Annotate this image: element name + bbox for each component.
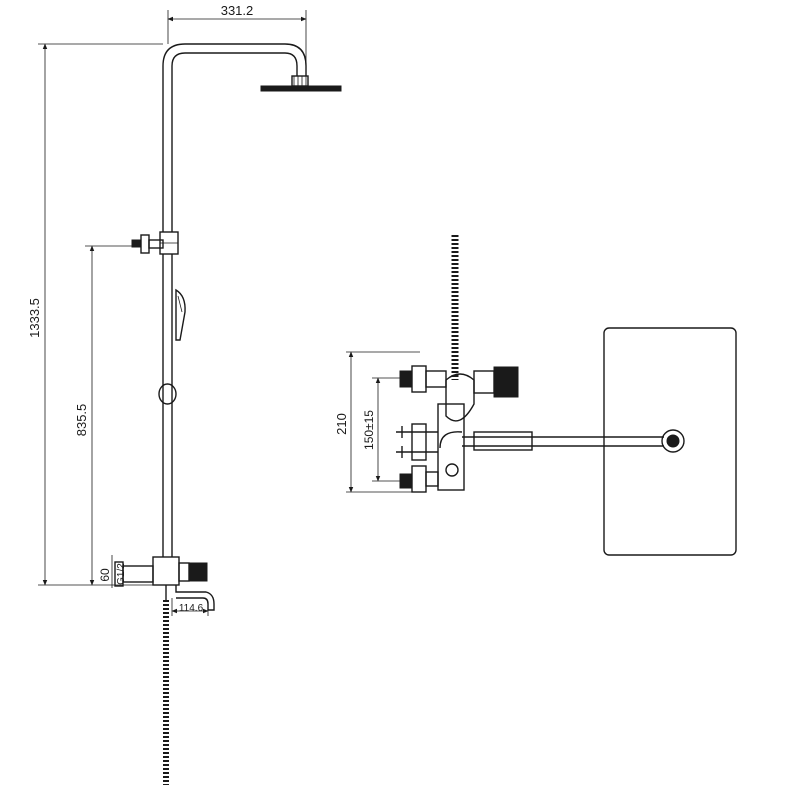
front-dimensions: 331.2 1333.5 835.5 60 G1/2 114.6 (27, 3, 307, 616)
hand-shower (175, 288, 186, 341)
dim-spacing: 150±15 (362, 410, 376, 450)
shower-arm (162, 43, 307, 232)
bath-spout (175, 585, 215, 611)
dim-height-total: 1333.5 (27, 298, 42, 338)
side-valve-body (437, 403, 465, 491)
side-upper-fitting (399, 365, 519, 422)
rain-shower-head (260, 75, 342, 92)
dim-height-mid: 835.5 (74, 404, 89, 437)
slider-holder (158, 383, 177, 405)
slide-bar-bracket (159, 231, 179, 255)
dim-spout: 114.6 (179, 603, 204, 614)
side-dimensions: 210 150±15 (334, 351, 420, 493)
dim-height-60: 60 (98, 568, 112, 582)
side-view (396, 235, 737, 556)
front-view (114, 43, 342, 785)
riser-pipe (162, 254, 173, 557)
upper-knob (131, 234, 164, 254)
dim-thread: G1/2 (116, 563, 127, 585)
side-lower-knobs (396, 423, 439, 493)
wall-plate (603, 327, 737, 556)
side-arm (462, 429, 685, 453)
dim-width-top: 331.2 (221, 3, 254, 18)
dim-height-210: 210 (334, 413, 349, 435)
mixer-valve (114, 556, 208, 600)
